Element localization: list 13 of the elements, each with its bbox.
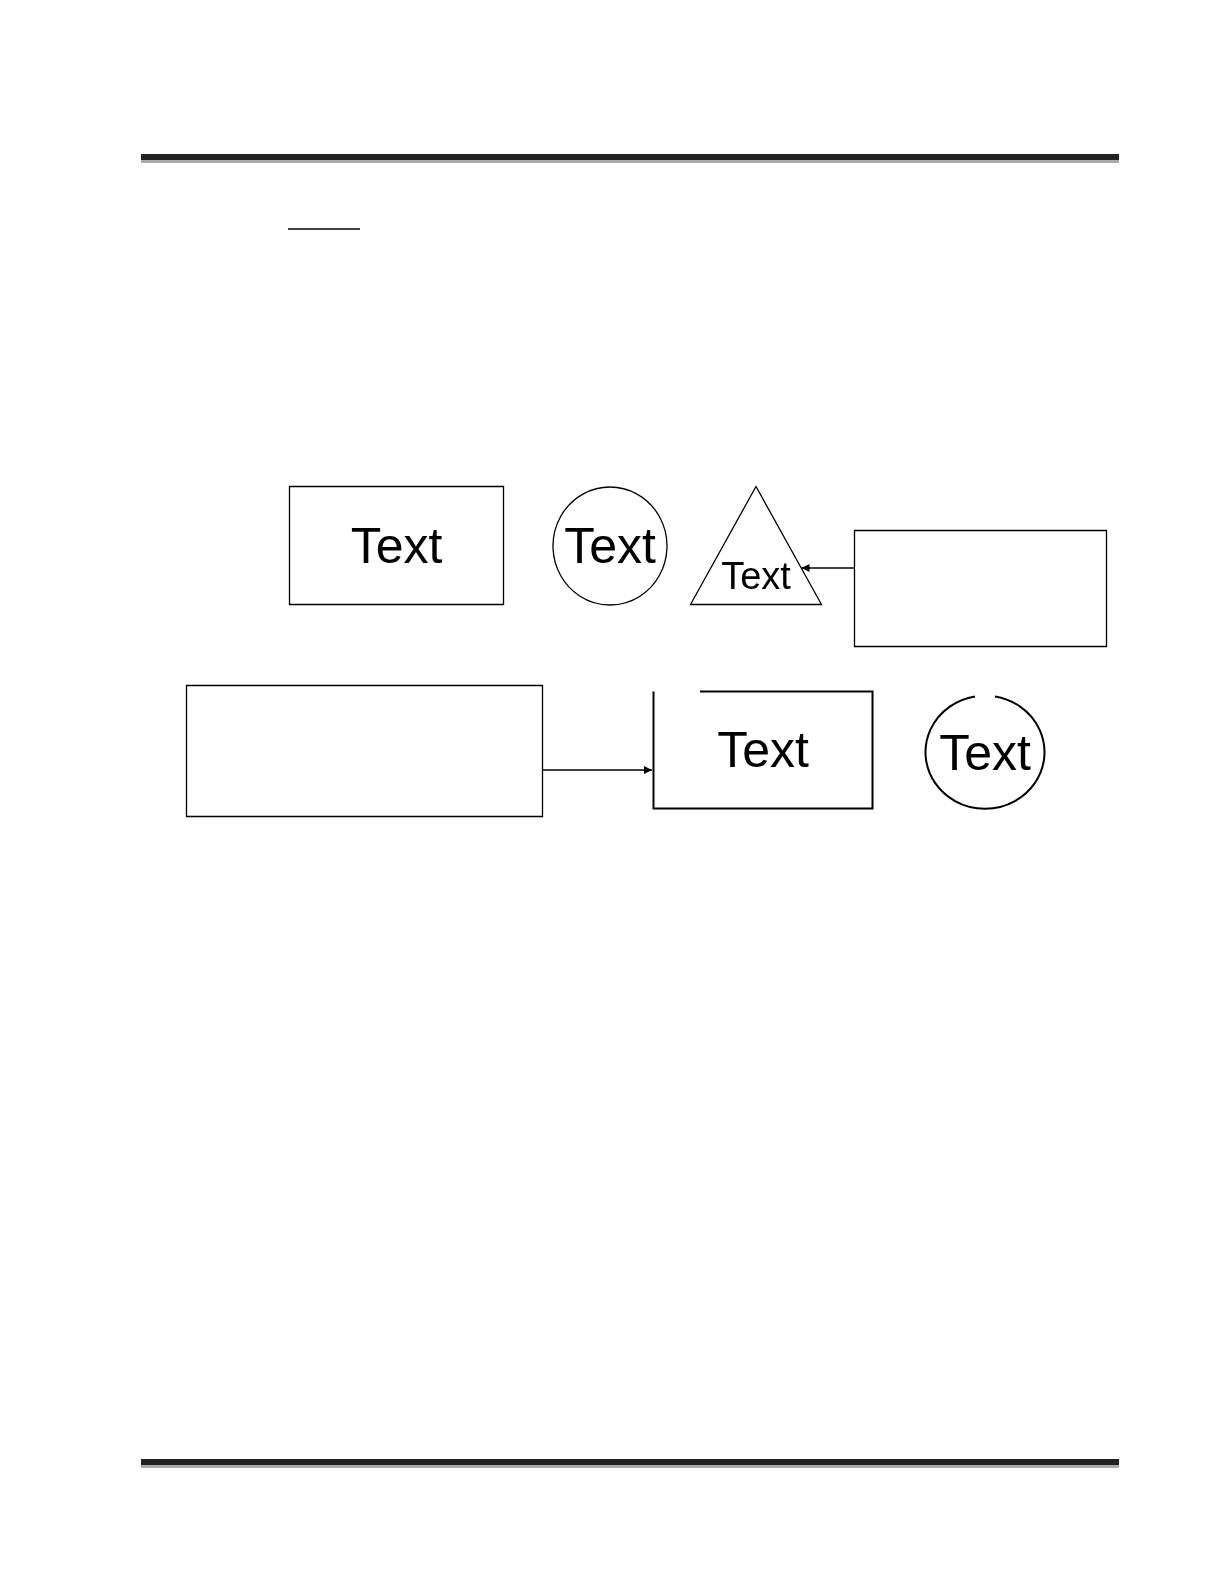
shape-label: Text [721, 556, 791, 595]
text-circle [552, 486, 668, 606]
shape-label: Text [350, 520, 443, 571]
shape-label: Text [717, 725, 809, 775]
text-box [652, 690, 874, 810]
text-triangle [690, 486, 822, 605]
empty-box [186, 685, 543, 817]
text-box [289, 486, 504, 605]
empty-box [854, 530, 1107, 647]
shape-label: Text [939, 728, 1031, 778]
arrow [800, 564, 855, 572]
arrow [542, 766, 653, 774]
shape-label: Text [564, 521, 656, 571]
